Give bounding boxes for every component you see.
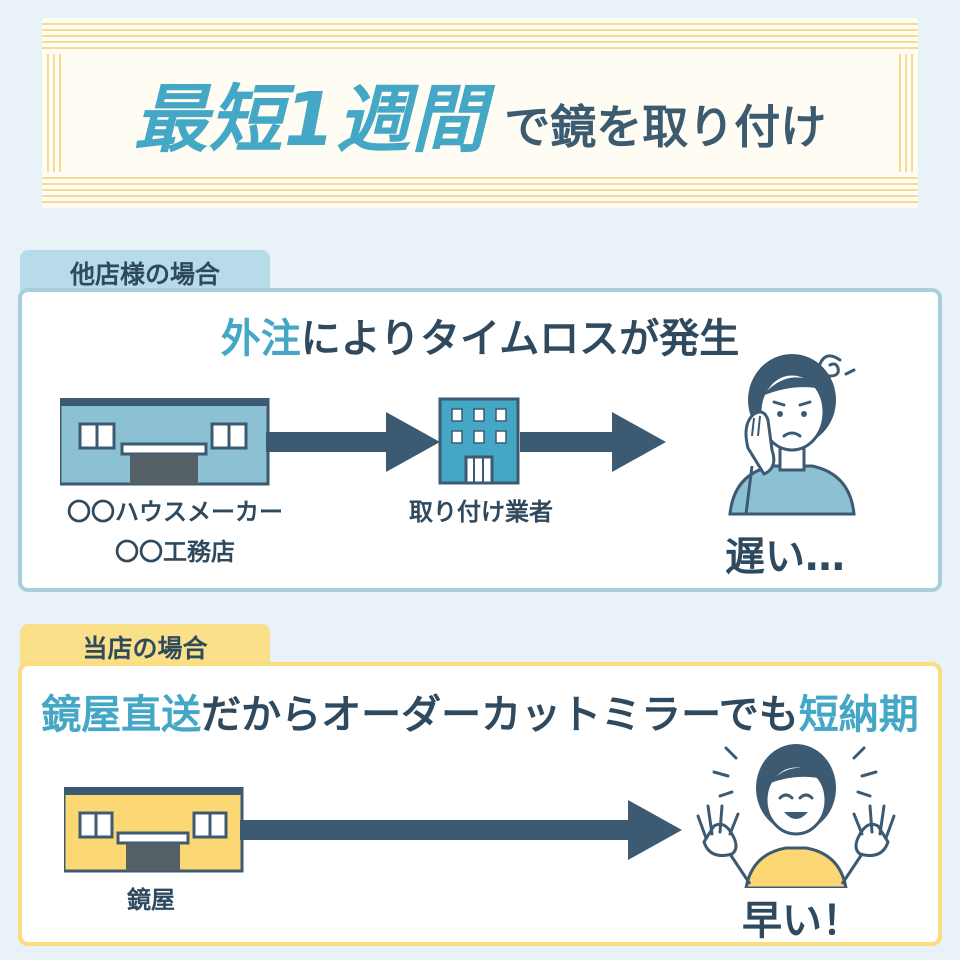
installer-label: 取り付け業者 (409, 498, 553, 526)
reaction-slow: 遅い… (725, 534, 845, 580)
headline-accent-1: 鏡屋直送 (41, 692, 202, 738)
arrow-right-icon (240, 800, 682, 860)
arrow-right-icon (520, 412, 666, 472)
reaction-fast: 早い！ (742, 898, 862, 944)
other-stores-headline: 外注によりタイムロスが発生 (18, 306, 942, 364)
headline-highlight: 最短1週間 (133, 76, 487, 163)
headline-rest: によりタイムロスが発生 (300, 316, 740, 362)
shop-label: 鏡屋 (127, 886, 175, 914)
banner-stripes (42, 23, 918, 203)
headline-rest: で鏡を取り付け (504, 100, 827, 154)
mirror-shop-icon (64, 787, 244, 873)
our-store-headline: 鏡屋直送だからオーダーカットミラーでも短納期 (18, 682, 942, 740)
headline-accent-2: 短納期 (798, 692, 919, 738)
banner-title: 最短1週間 で鏡を取り付け (42, 18, 918, 208)
arrow-right-icon (266, 412, 440, 472)
worried-person-icon (728, 354, 856, 516)
headline-mid: だからオーダーカットミラーでも (201, 692, 799, 738)
headline-accent: 外注 (220, 316, 301, 362)
maker-label-line1: 〇〇ハウスメーカー (67, 498, 283, 526)
office-building-icon (438, 397, 520, 485)
factory-icon (60, 398, 270, 486)
happy-person-icon (696, 744, 896, 888)
maker-label-line2: 〇〇工務店 (115, 538, 235, 566)
header-banner: 最短1週間 で鏡を取り付け (42, 18, 918, 208)
